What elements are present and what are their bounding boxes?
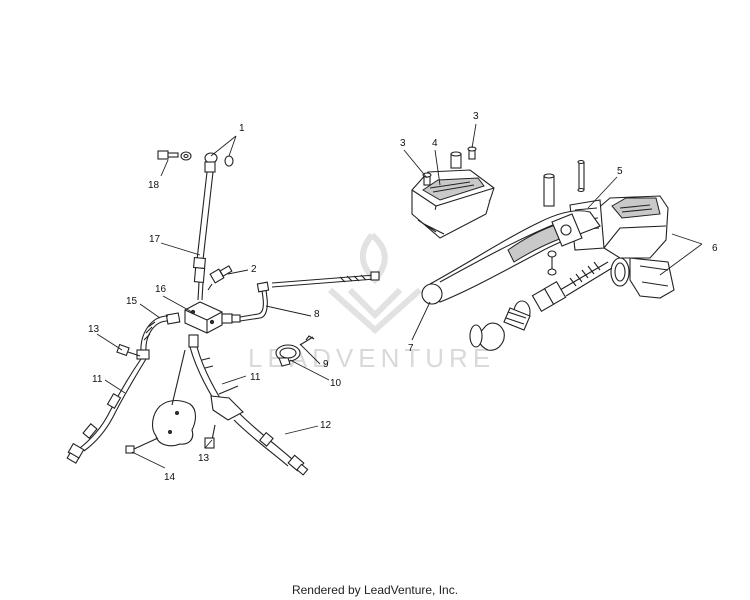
watermark-logo	[328, 232, 422, 335]
callout-4: 4	[432, 138, 438, 149]
part-15-hose-left-upper	[136, 312, 181, 360]
leader-lines	[96, 123, 703, 469]
part-9-clip	[299, 335, 315, 346]
callout-3-left: 3	[400, 138, 406, 149]
part-7-brake-lever	[421, 210, 601, 305]
callout-9: 9	[323, 359, 329, 370]
part-14-bracket	[151, 349, 197, 447]
part-16-distribution-block	[184, 301, 223, 334]
callout-11-center: 11	[250, 372, 261, 383]
part-2-brake-light-switch	[207, 265, 233, 291]
part-3-cap-screw-right	[467, 146, 477, 160]
footer-credit: Rendered by LeadVenture, Inc.	[291, 583, 459, 597]
part-18-banjo-bolt	[157, 150, 192, 161]
callout-10: 10	[330, 378, 342, 389]
part-13-clip-left	[116, 343, 141, 357]
part-plug	[450, 151, 462, 169]
callout-13-center: 13	[198, 453, 210, 464]
part-17-brake-line	[192, 171, 214, 301]
callout-3-right: 3	[473, 111, 479, 122]
callout-12: 12	[320, 420, 332, 431]
part-11-hose-center	[188, 334, 244, 421]
callout-15: 15	[126, 296, 138, 307]
part-pin-small	[577, 159, 585, 193]
part-cable-rod	[271, 271, 380, 288]
callout-17: 17	[149, 234, 161, 245]
callout-7: 7	[408, 343, 414, 354]
callouts: 1 18 17 2 16 15 13 11 11 12 13 14 8 9 10…	[88, 111, 718, 483]
callout-18: 18	[148, 180, 160, 191]
callout-14: 14	[164, 472, 176, 483]
callout-5: 5	[617, 166, 623, 177]
part-8-rear-brake-line	[221, 281, 270, 324]
callout-11-left: 11	[92, 374, 103, 385]
callout-6: 6	[712, 243, 718, 254]
part-1-banjo-fitting	[204, 152, 234, 173]
part-4-reservoir-cover	[411, 169, 495, 239]
callout-1: 1	[239, 123, 245, 134]
callout-13-left: 13	[88, 324, 100, 335]
part-11-hose-left-lower	[66, 358, 147, 464]
part-pin-large	[543, 173, 555, 207]
part-12-hose-right	[233, 413, 309, 476]
callout-8: 8	[314, 309, 320, 320]
part-14-screw	[125, 437, 159, 454]
part-10-clamp	[275, 344, 301, 367]
callout-2: 2	[251, 264, 257, 275]
part-piston-assembly	[469, 250, 613, 351]
callout-16: 16	[155, 284, 167, 295]
